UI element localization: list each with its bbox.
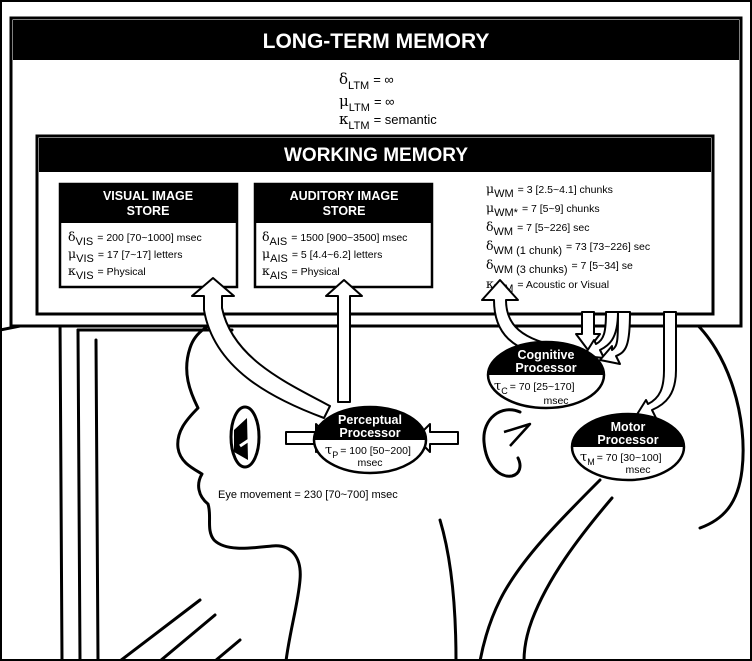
- ais-param-0: δAIS= 1500 [900~3500] msec: [262, 229, 407, 248]
- cognitive-unit: msec: [543, 395, 568, 407]
- visual-image-store: VISUAL IMAGE STORE δVIS= 200 [70~1000] m…: [58, 182, 239, 289]
- perceptual-label-1: Perceptual: [338, 413, 402, 427]
- vis-param-0: δVIS= 200 [70~1000] msec: [68, 229, 202, 248]
- arrow-perceptual-to-vis: [191, 277, 331, 419]
- eye-icon: [229, 405, 261, 469]
- wm-param-3: δWM (1 chunk)= 73 [73~226] sec: [486, 238, 650, 257]
- vis-param-1: μVIS= 17 [7~17] letters: [68, 246, 183, 265]
- arrow-wm-to-cognitive-2: [583, 311, 619, 359]
- motor-label-2: Processor: [597, 433, 658, 447]
- ltm-capacity: μLTM= ∞: [339, 92, 394, 114]
- ais-param-2: κAIS= Physical: [262, 263, 340, 282]
- wm-param-2: δWM= 7 [5~226] sec: [486, 219, 589, 238]
- scene-illustration: [0, 316, 745, 661]
- perceptual-processor: Perceptual Processor τP= 100 [50~200] ms…: [312, 405, 428, 475]
- vis-param-2: κVIS= Physical: [68, 263, 146, 282]
- wm-title: WORKING MEMORY: [284, 145, 468, 166]
- cognitive-processor: Cognitive Processor τC= 70 [25~170] msec: [486, 340, 606, 410]
- arrow-perceptual-to-ais: [325, 279, 363, 403]
- wm-param-4: δWM (3 chunks)= 7 [5~34] se: [486, 257, 633, 276]
- wm-param-0: μWM= 3 [2.5~4.1] chunks: [486, 181, 613, 200]
- ais-title-line2: STORE: [323, 204, 366, 218]
- ltm-title: LONG-TERM MEMORY: [263, 30, 490, 53]
- motor-unit: msec: [625, 464, 650, 476]
- ltm-decay: δLTM= ∞: [339, 70, 394, 92]
- motor-label-1: Motor: [611, 420, 646, 434]
- vis-title-line2: STORE: [127, 204, 170, 218]
- auditory-image-store: AUDITORY IMAGE STORE δAIS= 1500 [900~350…: [253, 182, 434, 289]
- vis-title-line1: VISUAL IMAGE: [103, 189, 193, 203]
- perceptual-unit: msec: [357, 457, 382, 469]
- ltm-params: δLTM= ∞ μLTM= ∞ κLTM= semantic: [339, 70, 437, 132]
- arrow-wm-to-cognitive-3: [599, 311, 631, 365]
- motor-processor: Motor Processor τM= 70 [30~100] msec: [570, 412, 686, 482]
- flow-arrows: [191, 277, 677, 453]
- cognitive-tau: τC= 70 [25~170]: [494, 379, 575, 396]
- arrow-wm-to-motor: [635, 311, 677, 419]
- wm-param-1: μWM*= 7 [5~9] chunks: [486, 200, 600, 219]
- perceptual-tau: τP= 100 [50~200]: [325, 443, 411, 460]
- motor-tau: τM= 70 [30~100]: [580, 450, 662, 467]
- cognitive-label-1: Cognitive: [518, 348, 575, 362]
- perceptual-label-2: Processor: [339, 426, 400, 440]
- ais-title-line1: AUDITORY IMAGE: [290, 189, 399, 203]
- ais-param-1: μAIS= 5 [4.4~6.2] letters: [262, 246, 382, 265]
- cognitive-label-2: Processor: [515, 361, 576, 375]
- ltm-code: κLTM= semantic: [339, 110, 437, 132]
- ear-icon: [482, 408, 532, 478]
- eye-movement-label: Eye movement = 230 [70~700] msec: [218, 489, 398, 501]
